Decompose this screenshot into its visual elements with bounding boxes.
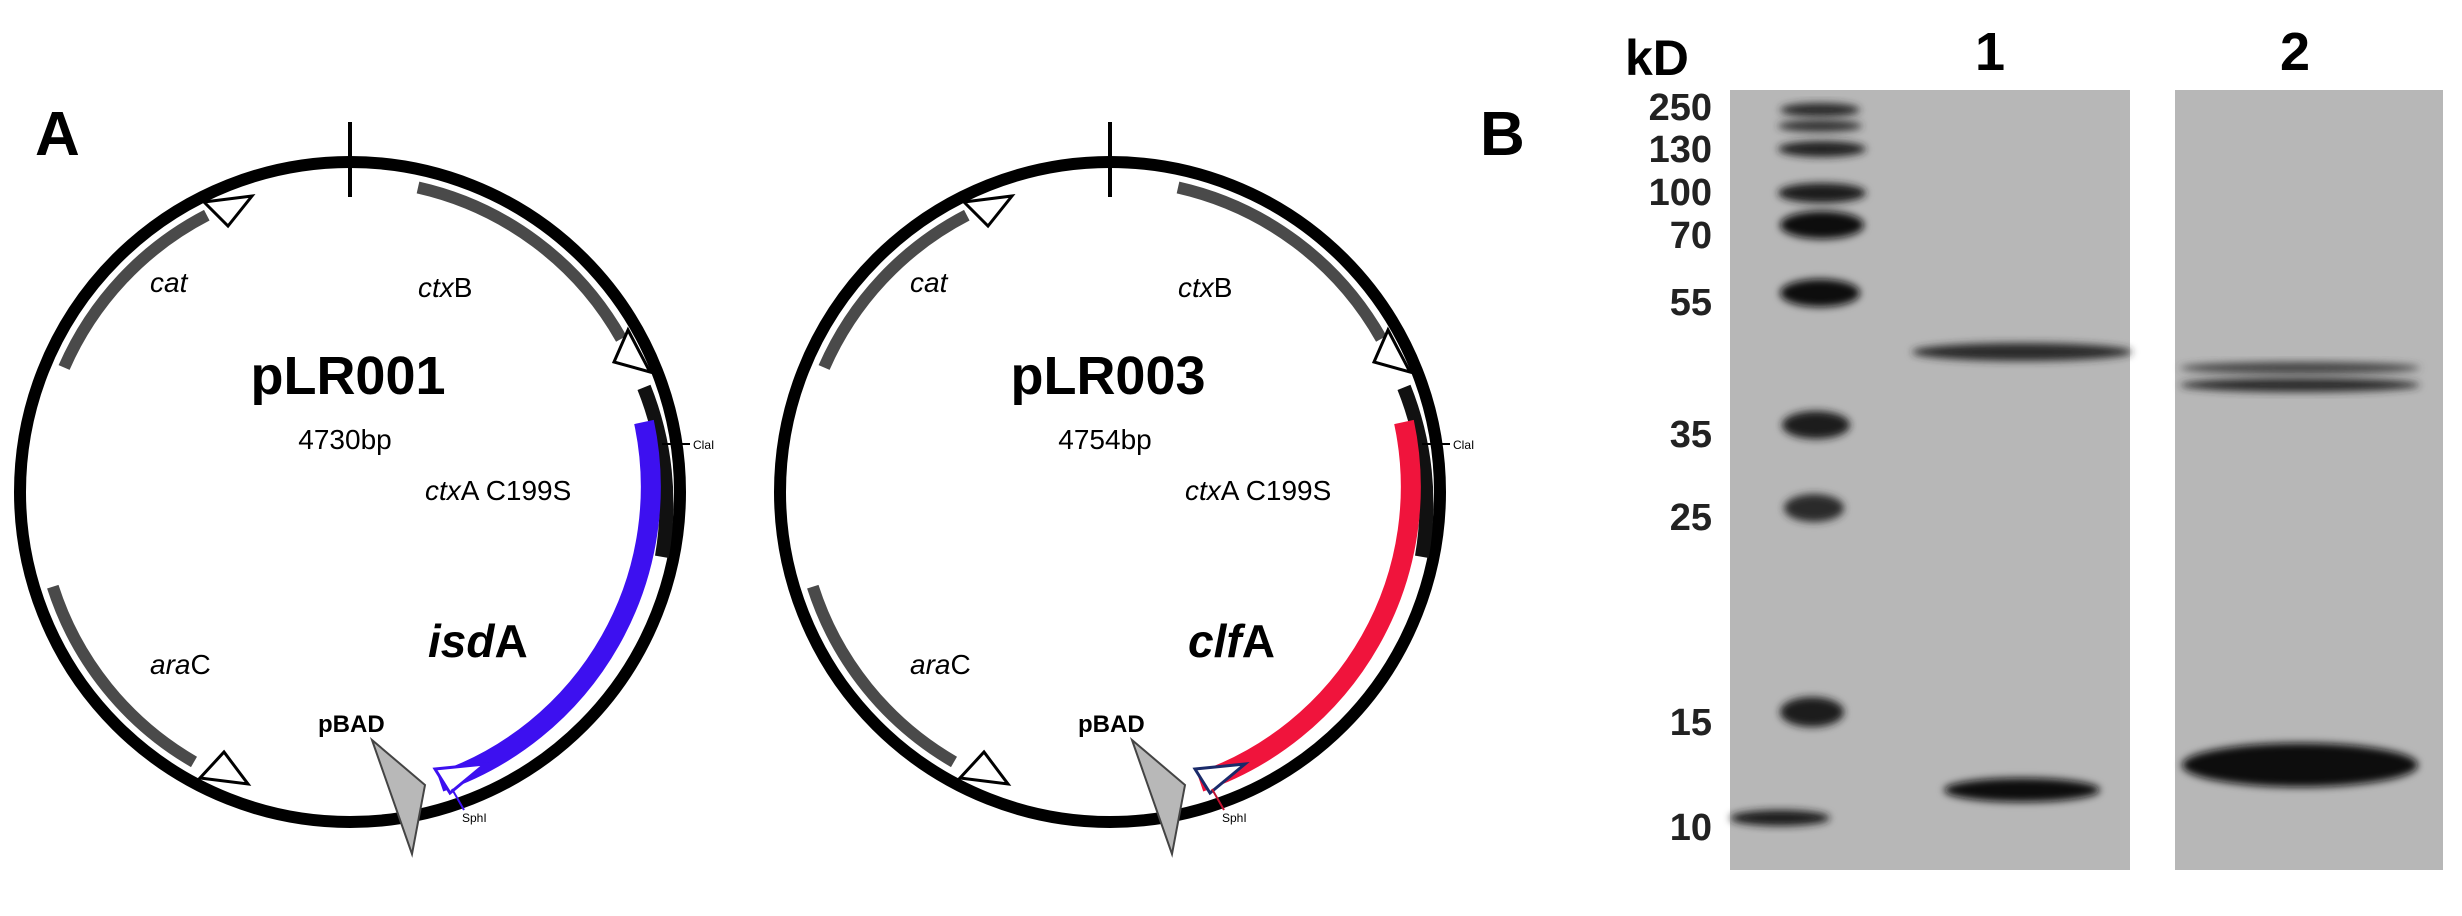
kd-unit-label: kD (1625, 30, 1689, 86)
plasmid-name: pLR001 (250, 346, 445, 406)
panel-a-label: A (35, 100, 80, 169)
ctxb-arrow (611, 326, 653, 375)
ctxa-label: ctxA C199S (425, 475, 571, 506)
lane-2-band-upper-b (2180, 378, 2420, 392)
cat-arrow (200, 194, 256, 229)
ladder-band-130 (1778, 141, 1866, 157)
lane-2-label: 2 (2280, 22, 2310, 82)
ctxa-label: ctxA C199S (1185, 475, 1331, 506)
plasmid-name: pLR003 (1010, 346, 1205, 406)
ctxb-arc (1176, 181, 1387, 342)
lane-2-band-upper-a (2180, 362, 2420, 374)
ladder-band-200 (1778, 120, 1862, 132)
ctxa-arc (637, 384, 674, 558)
panel-b-label: B (1480, 100, 1525, 169)
arac-label: araC (150, 649, 211, 680)
plasmid-map-1: cat ctxB pLR001 4730bp ctxA C199S araC i… (14, 122, 714, 858)
sph-site-label: SphI (1222, 811, 1247, 825)
lane-2 (2180, 362, 2420, 787)
ladder-band-100 (1778, 183, 1866, 203)
plasmid-size: 4754bp (1058, 424, 1151, 455)
insert-arc (1196, 419, 1421, 792)
plasmid-size: 4730bp (298, 424, 391, 455)
ladder-band-15 (1780, 697, 1844, 727)
sph-site-tick (1211, 788, 1225, 811)
ctxb-label: ctxB (418, 272, 472, 303)
lane-1-band-upper (1912, 343, 2132, 361)
ladder-band-250 (1780, 103, 1860, 117)
sph-site-tick (451, 788, 465, 811)
pbad-promoter (369, 736, 427, 858)
ladder-band-55 (1780, 279, 1860, 307)
pbad-promoter (1129, 736, 1187, 858)
arac-arrow (956, 749, 1012, 786)
lane-1-band-lower (1944, 778, 2100, 802)
cla-site-label: ClaI (1453, 438, 1474, 452)
pbad-label: pBAD (318, 711, 385, 738)
marker-label: 15 (1670, 702, 1712, 744)
ctxb-label: ctxB (1178, 272, 1232, 303)
cat-arrow (960, 194, 1016, 229)
insert-label: clfA (1188, 615, 1275, 667)
arac-arc (47, 584, 198, 768)
marker-label: 35 (1670, 414, 1712, 456)
gel-left (1730, 90, 2130, 870)
ctxb-arc (416, 181, 627, 342)
lane-1-label: 1 (1975, 22, 2005, 82)
marker-label: 25 (1670, 497, 1712, 539)
cat-label: cat (910, 267, 949, 298)
cla-site-label: ClaI (693, 438, 714, 452)
marker-label: 10 (1670, 807, 1712, 849)
lane-2-band-lower (2182, 743, 2418, 787)
insert-label: isdA (428, 615, 528, 667)
arac-arrow (196, 749, 252, 786)
ladder-band-70 (1780, 211, 1864, 239)
arac-label: araC (910, 649, 971, 680)
pbad-label: pBAD (1078, 711, 1145, 738)
marker-label: 55 (1670, 282, 1712, 324)
gel-right (2175, 90, 2443, 870)
lane-1 (1912, 343, 2132, 802)
marker-labels: 250 130 100 70 55 35 25 15 10 (1649, 87, 1712, 849)
plasmid-map-2: cat ctxB pLR003 4754bp ctxA C199S araC c… (774, 122, 1474, 858)
cat-label: cat (150, 267, 189, 298)
ladder-band-35 (1782, 411, 1850, 439)
ctxa-arc (1397, 384, 1434, 558)
cat-arc (818, 209, 970, 370)
ladder-lane (1730, 103, 1866, 826)
marker-label: 100 (1649, 172, 1712, 214)
ctxb-arrow (1371, 326, 1413, 375)
insert-arrow (1192, 762, 1250, 796)
ladder-band-25 (1784, 494, 1844, 522)
marker-label: 250 (1649, 87, 1712, 129)
cat-arc (58, 209, 210, 370)
marker-label: 130 (1649, 129, 1712, 171)
insert-arc (436, 419, 661, 792)
sph-site-label: SphI (462, 811, 487, 825)
ladder-band-10 (1730, 810, 1830, 826)
marker-label: 70 (1670, 215, 1712, 257)
insert-arrow (432, 762, 490, 796)
arac-arc (807, 584, 958, 768)
